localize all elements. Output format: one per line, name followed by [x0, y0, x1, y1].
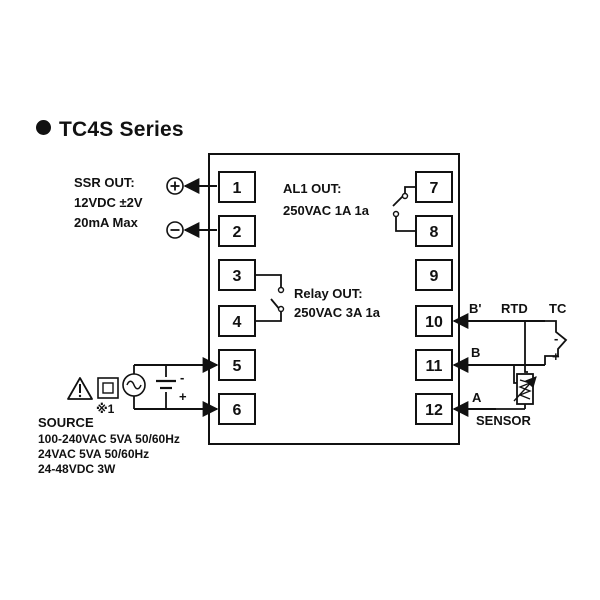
terminal-1-label: 1: [233, 180, 242, 197]
bullet-icon: [36, 120, 51, 135]
terminal-2-label: 2: [233, 224, 242, 241]
tc-thermocouple-icon: [544, 320, 568, 365]
relay-contact-dot: [277, 305, 285, 313]
terminal-6: 6: [218, 393, 256, 425]
terminal-4-label: 4: [233, 314, 242, 331]
terminal-6-label: 6: [233, 402, 242, 419]
terminal-9: 9: [415, 259, 453, 291]
terminal-3: 3: [218, 259, 256, 291]
svg-text:250VAC 1A 1a: 250VAC 1A 1a: [283, 203, 370, 218]
svg-text:SSR OUT:: SSR OUT:: [74, 175, 135, 190]
tc-plus-label: +: [552, 349, 560, 364]
terminal-12: 12: [415, 393, 453, 425]
relay-out-label: Relay OUT: 250VAC 3A 1a: [294, 286, 381, 320]
sensor-label: SENSOR: [476, 413, 532, 428]
sensor-b-prime-label: B': [469, 301, 481, 316]
terminal-9-label: 9: [430, 268, 439, 285]
terminal-1: 1: [218, 171, 256, 203]
al1-contact-dot: [392, 210, 400, 218]
svg-text:250VAC 3A 1a: 250VAC 3A 1a: [294, 305, 381, 320]
title-text: TC4S Series: [59, 118, 184, 141]
tc-minus-label: -: [554, 331, 558, 346]
terminal-11-label: 11: [426, 358, 443, 375]
terminal-10: 10: [415, 305, 453, 337]
terminal-7-label: 7: [430, 180, 439, 197]
dc-minus-label: -: [180, 370, 184, 385]
svg-text:24VAC 5VA 50/60Hz: 24VAC 5VA 50/60Hz: [38, 447, 149, 461]
dc-battery-icon: [156, 379, 176, 390]
page-title: TC4S Series: [36, 118, 184, 142]
sensor-rtd-label: RTD: [501, 301, 528, 316]
terminal-3-label: 3: [233, 268, 242, 285]
rtd-resistor-icon: [513, 373, 537, 405]
terminal-5: 5: [218, 349, 256, 381]
al1-contact-dot: [401, 192, 409, 200]
al1-relay-contact: [392, 186, 416, 232]
rtd-wiring: [496, 321, 528, 410]
svg-text:24-48VDC 3W: 24-48VDC 3W: [38, 462, 116, 476]
ac-source-icon: [122, 373, 146, 397]
sensor-b-label: B: [471, 345, 480, 360]
al1-out-label: AL1 OUT: 250VAC 1A 1a: [283, 181, 370, 218]
terminal-5-label: 5: [233, 358, 242, 375]
relay-contact-dot: [277, 286, 285, 294]
terminal-4: 4: [218, 305, 256, 337]
terminal-8: 8: [415, 215, 453, 247]
ssr-minus-icon: [166, 221, 184, 239]
sensor-a-label: A: [472, 390, 482, 405]
ssr-plus-icon: [166, 177, 184, 195]
controller-body: [208, 153, 460, 445]
terminal-8-label: 8: [430, 224, 439, 241]
source-label: SOURCE 100-240VAC 5VA 50/60Hz 24VAC 5VA …: [38, 415, 180, 476]
svg-text:Relay OUT:: Relay OUT:: [294, 286, 363, 301]
svg-text:20mA Max: 20mA Max: [74, 215, 139, 230]
svg-text:100-240VAC 5VA 50/60Hz: 100-240VAC 5VA 50/60Hz: [38, 432, 180, 446]
sensor-tc-label: TC: [549, 301, 567, 316]
source-note: ※1: [96, 402, 115, 416]
terminal-2: 2: [218, 215, 256, 247]
svg-text:AL1 OUT:: AL1 OUT:: [283, 181, 342, 196]
double-insulation-icon: [97, 377, 119, 399]
terminal-11: 11: [415, 349, 453, 381]
dc-plus-label: +: [179, 389, 187, 404]
svg-text:SOURCE: SOURCE: [38, 415, 94, 430]
relay-out-contact: [255, 274, 282, 322]
terminal-7: 7: [415, 171, 453, 203]
terminal-10-label: 10: [425, 314, 443, 331]
terminal-12-label: 12: [425, 402, 443, 419]
svg-text:12VDC ±2V: 12VDC ±2V: [74, 195, 143, 210]
ssr-out-label: SSR OUT: 12VDC ±2V 20mA Max: [74, 175, 143, 230]
warning-icon: [67, 377, 93, 400]
